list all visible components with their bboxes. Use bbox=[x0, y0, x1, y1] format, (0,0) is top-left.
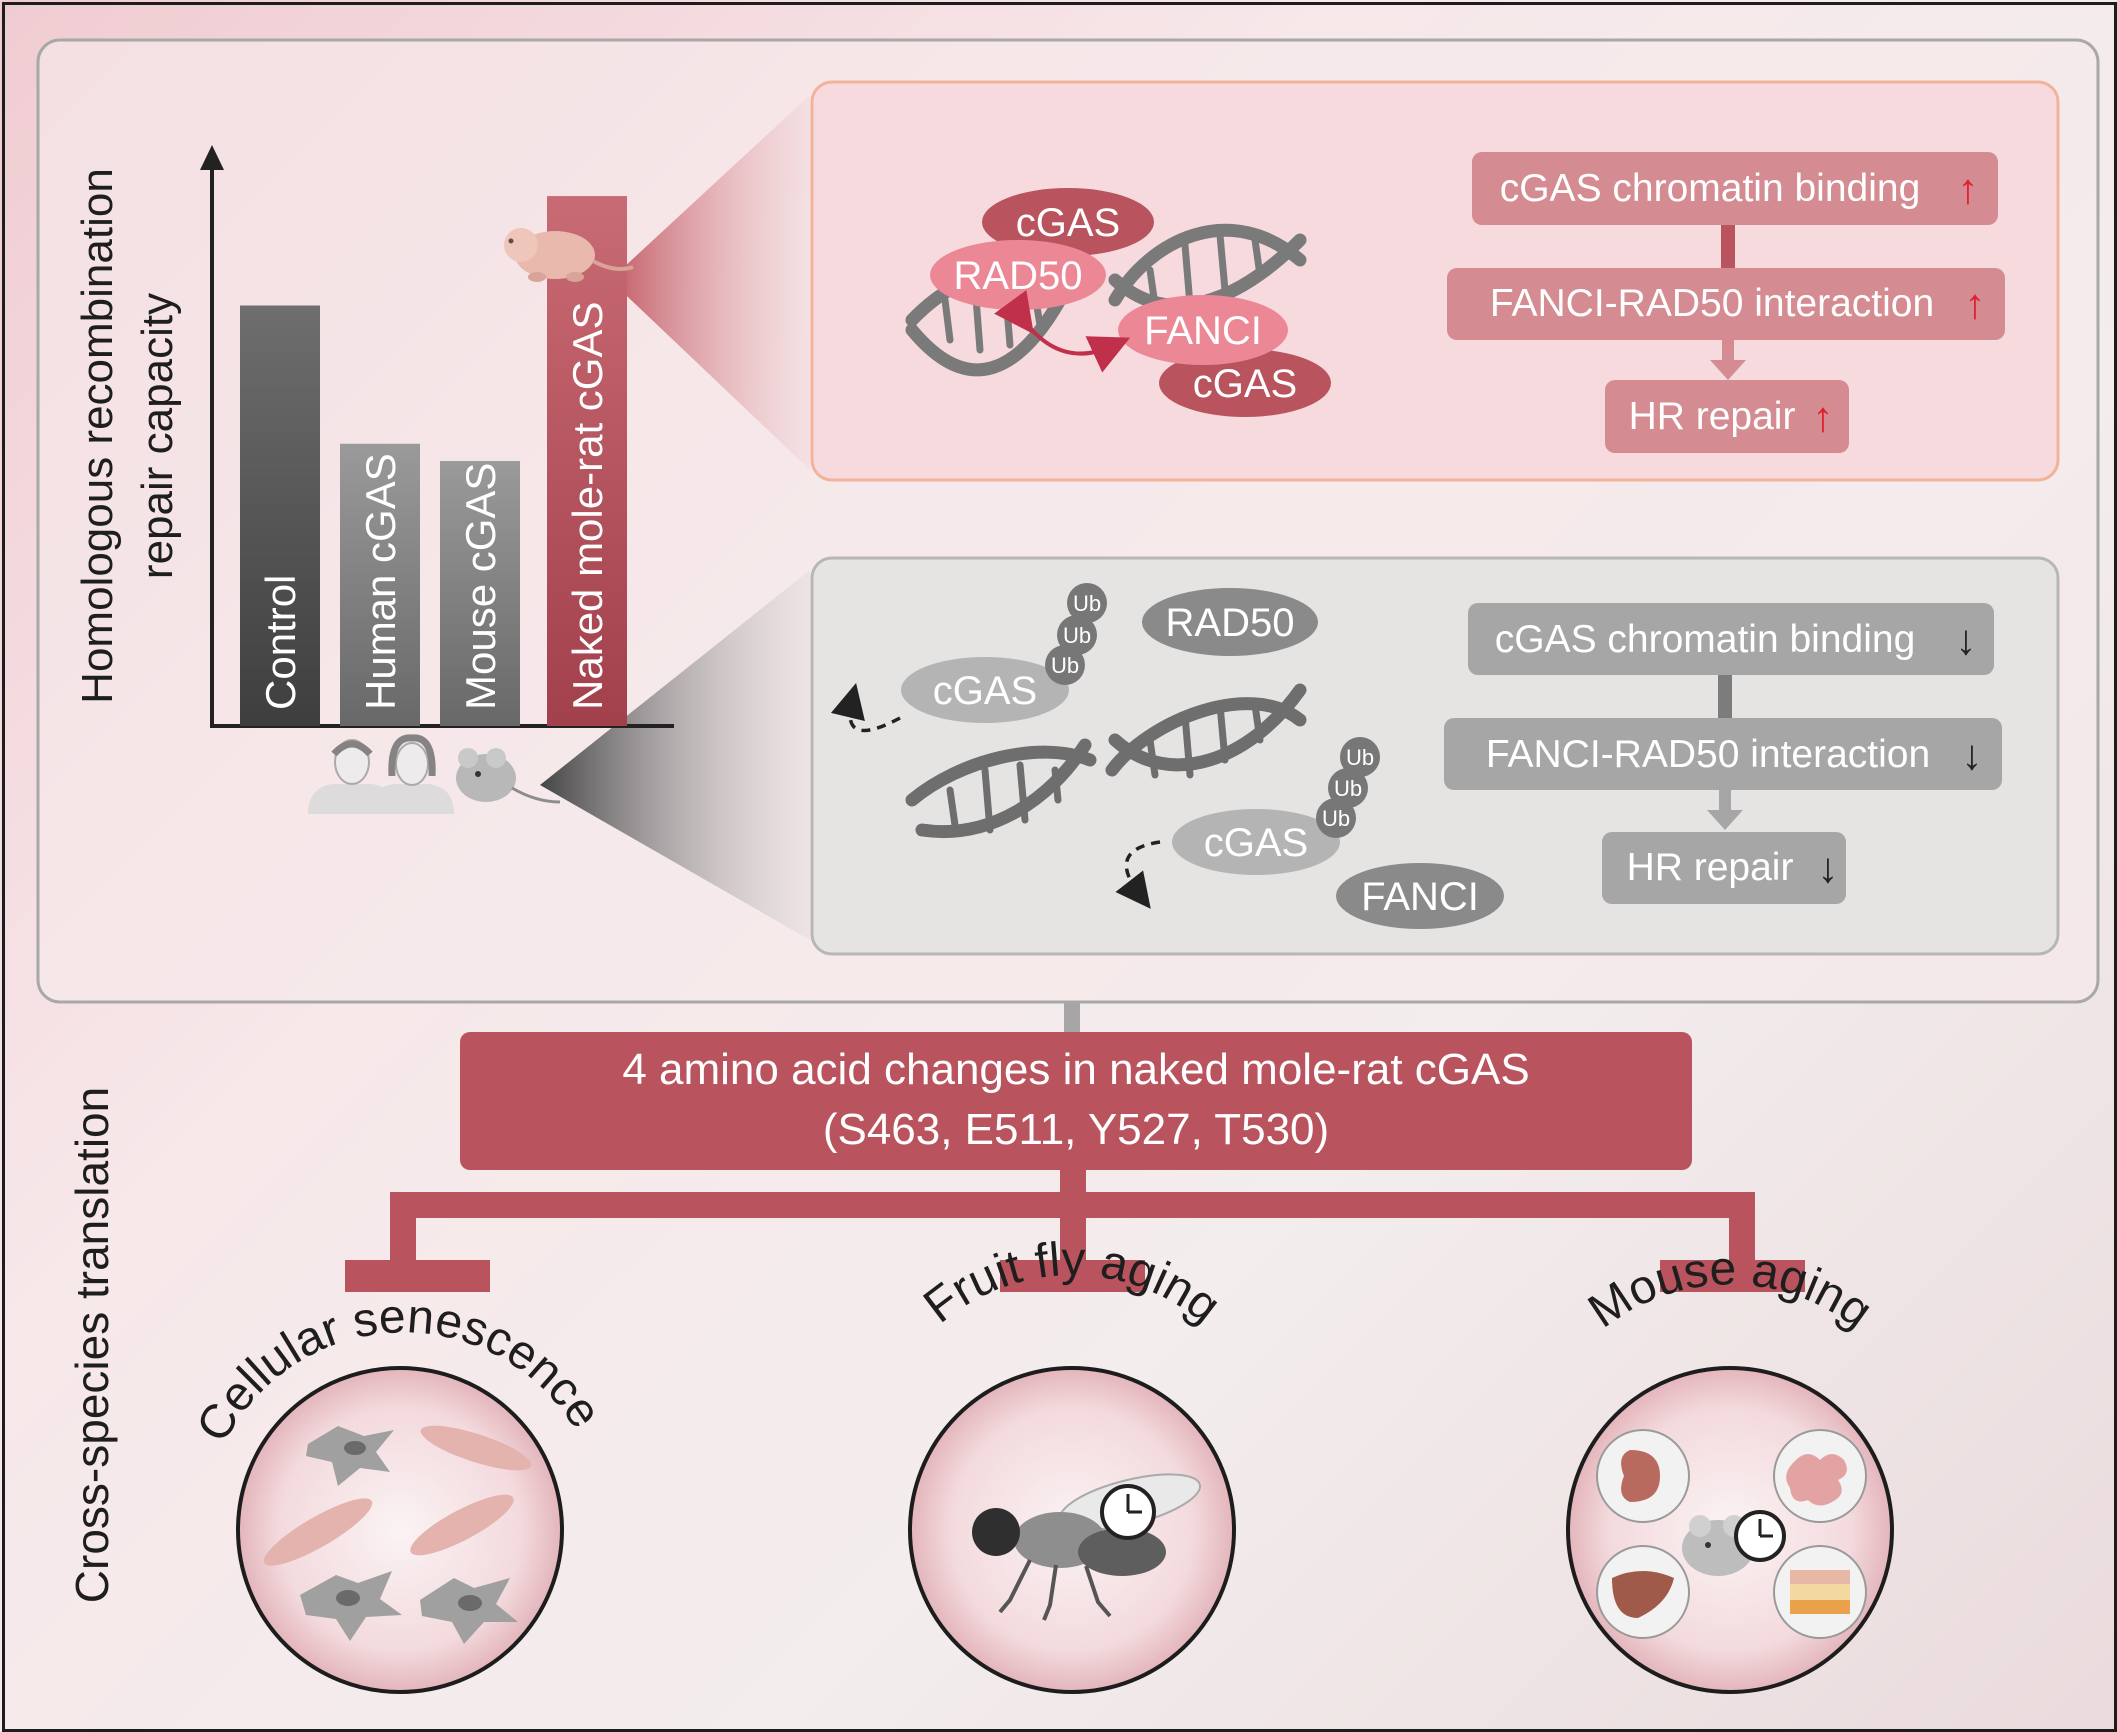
outcome-label-mouse: Mouse aging bbox=[1579, 1242, 1881, 1338]
bar-0 bbox=[240, 305, 320, 726]
ub-chain-a: Ub Ub Ub bbox=[1045, 583, 1107, 685]
outcome-label-fly: Fruit fly aging bbox=[914, 1233, 1229, 1333]
cgas-top-a-label: cGAS bbox=[1016, 201, 1120, 245]
interaction-arrow bbox=[994, 290, 1131, 373]
top-flow: cGAS chromatin binding ↑ FANCI-RAD50 int… bbox=[1447, 152, 2005, 453]
clock-icon bbox=[1734, 1510, 1786, 1562]
top-flow-box-1 bbox=[1472, 152, 1998, 225]
organ-liver-icon bbox=[1596, 1545, 1690, 1639]
cgas-top-b bbox=[1159, 349, 1331, 417]
cgas-top-b-label: cGAS bbox=[1193, 362, 1297, 406]
y-axis-arrow bbox=[200, 145, 224, 170]
bar-label-1: Human cGAS bbox=[357, 453, 404, 710]
dna-bottom bbox=[905, 683, 1307, 838]
ub-chain-b: Ub Ub Ub bbox=[1316, 737, 1380, 838]
outcome-cellular-senescence: Cellular senescence bbox=[187, 1290, 611, 1694]
top-flow-box-2 bbox=[1447, 268, 2005, 340]
y-axis-label-line1: Homologous recombination bbox=[73, 168, 122, 704]
ub-label: Ub bbox=[1073, 591, 1101, 616]
fanci-bottom-label: FANCI bbox=[1361, 875, 1479, 919]
rad50-bottom bbox=[1142, 588, 1318, 656]
ub-label: Ub bbox=[1322, 806, 1350, 831]
senescent-cells-icon bbox=[300, 1426, 518, 1644]
bottom-flow-text-1: cGAS chromatin binding bbox=[1495, 618, 1916, 661]
bar-2 bbox=[440, 461, 520, 726]
bottom-flow-text-3: HR repair bbox=[1627, 846, 1794, 889]
fanci-top bbox=[1118, 295, 1288, 365]
y-axis-label-line2: repair capacity bbox=[133, 293, 182, 579]
ub-label: Ub bbox=[1051, 653, 1079, 678]
top-flow-text-2: FANCI-RAD50 interaction bbox=[1490, 282, 1934, 325]
bottom-flow-arrow-3: ↓ bbox=[1818, 844, 1839, 891]
top-flow-text-3: HR repair bbox=[1629, 395, 1796, 438]
bottom-flow: cGAS chromatin binding ↓ FANCI-RAD50 int… bbox=[1444, 603, 2002, 904]
clock-icon bbox=[1100, 1484, 1156, 1540]
top-flow-box-3 bbox=[1605, 380, 1849, 453]
top-flow-text-1: cGAS chromatin binding bbox=[1500, 167, 1921, 210]
bottom-molecules: cGAS Ub Ub Ub RAD50 cGAS Ub Ub Ub FANCI bbox=[830, 583, 1504, 929]
bar-1 bbox=[340, 443, 420, 726]
fibroblast-icon bbox=[263, 1425, 532, 1566]
bar-3 bbox=[547, 196, 627, 726]
bar-label-2: Mouse cGAS bbox=[457, 463, 504, 710]
bar-label-3: Naked mole-rat cGAS bbox=[564, 302, 611, 710]
fanci-bottom bbox=[1336, 863, 1504, 929]
dissociation-arrow-a bbox=[830, 682, 901, 733]
bottom-flow-text-2: FANCI-RAD50 interaction bbox=[1486, 733, 1930, 776]
bottom-flow-box-2 bbox=[1444, 718, 2002, 790]
mutation-box-line1: 4 amino acid changes in naked mole-rat c… bbox=[622, 1045, 1529, 1094]
mutation-box bbox=[460, 1032, 1692, 1170]
cgas-bottom-a-label: cGAS bbox=[933, 669, 1037, 713]
mouse-icon bbox=[456, 748, 561, 804]
ub-label: Ub bbox=[1334, 776, 1362, 801]
organ-skin-icon bbox=[1773, 1545, 1867, 1639]
naked-mole-rat-icon bbox=[504, 228, 634, 282]
cgas-top-a bbox=[982, 188, 1154, 256]
inhibition-tree bbox=[345, 1168, 1805, 1292]
top-flow-arrow-2: ↑ bbox=[1965, 280, 1986, 327]
zoom-fan-top bbox=[610, 95, 810, 470]
human-icon bbox=[308, 734, 454, 814]
cgas-bottom-a bbox=[901, 657, 1069, 723]
cross-species-label: Cross-species translation bbox=[66, 1087, 118, 1603]
cgas-bottom-b-label: cGAS bbox=[1204, 821, 1308, 865]
outcome-mouse-aging: Mouse aging bbox=[1566, 1242, 1894, 1694]
bar-label-0: Control bbox=[257, 575, 304, 710]
fanci-top-label: FANCI bbox=[1144, 309, 1262, 353]
cgas-bottom-b bbox=[1172, 809, 1340, 875]
rad50-top-label: RAD50 bbox=[954, 254, 1083, 298]
dissociation-arrow-b bbox=[1115, 840, 1161, 909]
outcome-fruit-fly-aging: Fruit fly aging bbox=[908, 1233, 1236, 1694]
hr-capacity-chart: Control Human cGAS Mouse cGAS Naked mole-ra… bbox=[73, 145, 674, 728]
rad50-bottom-label: RAD50 bbox=[1166, 601, 1295, 645]
organ-intestine-icon bbox=[1773, 1429, 1867, 1523]
zoom-fan-bottom bbox=[540, 570, 810, 940]
bottom-flow-box-1 bbox=[1468, 603, 1994, 675]
mutation-box-line2: (S463, E511, Y527, T530) bbox=[823, 1105, 1329, 1154]
ub-label: Ub bbox=[1063, 623, 1091, 648]
organ-kidney-icon bbox=[1596, 1429, 1690, 1523]
ub-label: Ub bbox=[1346, 745, 1374, 770]
bottom-flow-box-3 bbox=[1602, 832, 1846, 904]
bottom-flow-arrow-1: ↓ bbox=[1956, 616, 1977, 663]
top-flow-arrow-1: ↑ bbox=[1958, 165, 1979, 212]
top-molecules: cGAS RAD50 cGAS FANCI bbox=[930, 188, 1331, 417]
top-flow-arrow-3: ↑ bbox=[1813, 393, 1834, 440]
bottom-flow-arrow-2: ↓ bbox=[1962, 731, 1983, 778]
